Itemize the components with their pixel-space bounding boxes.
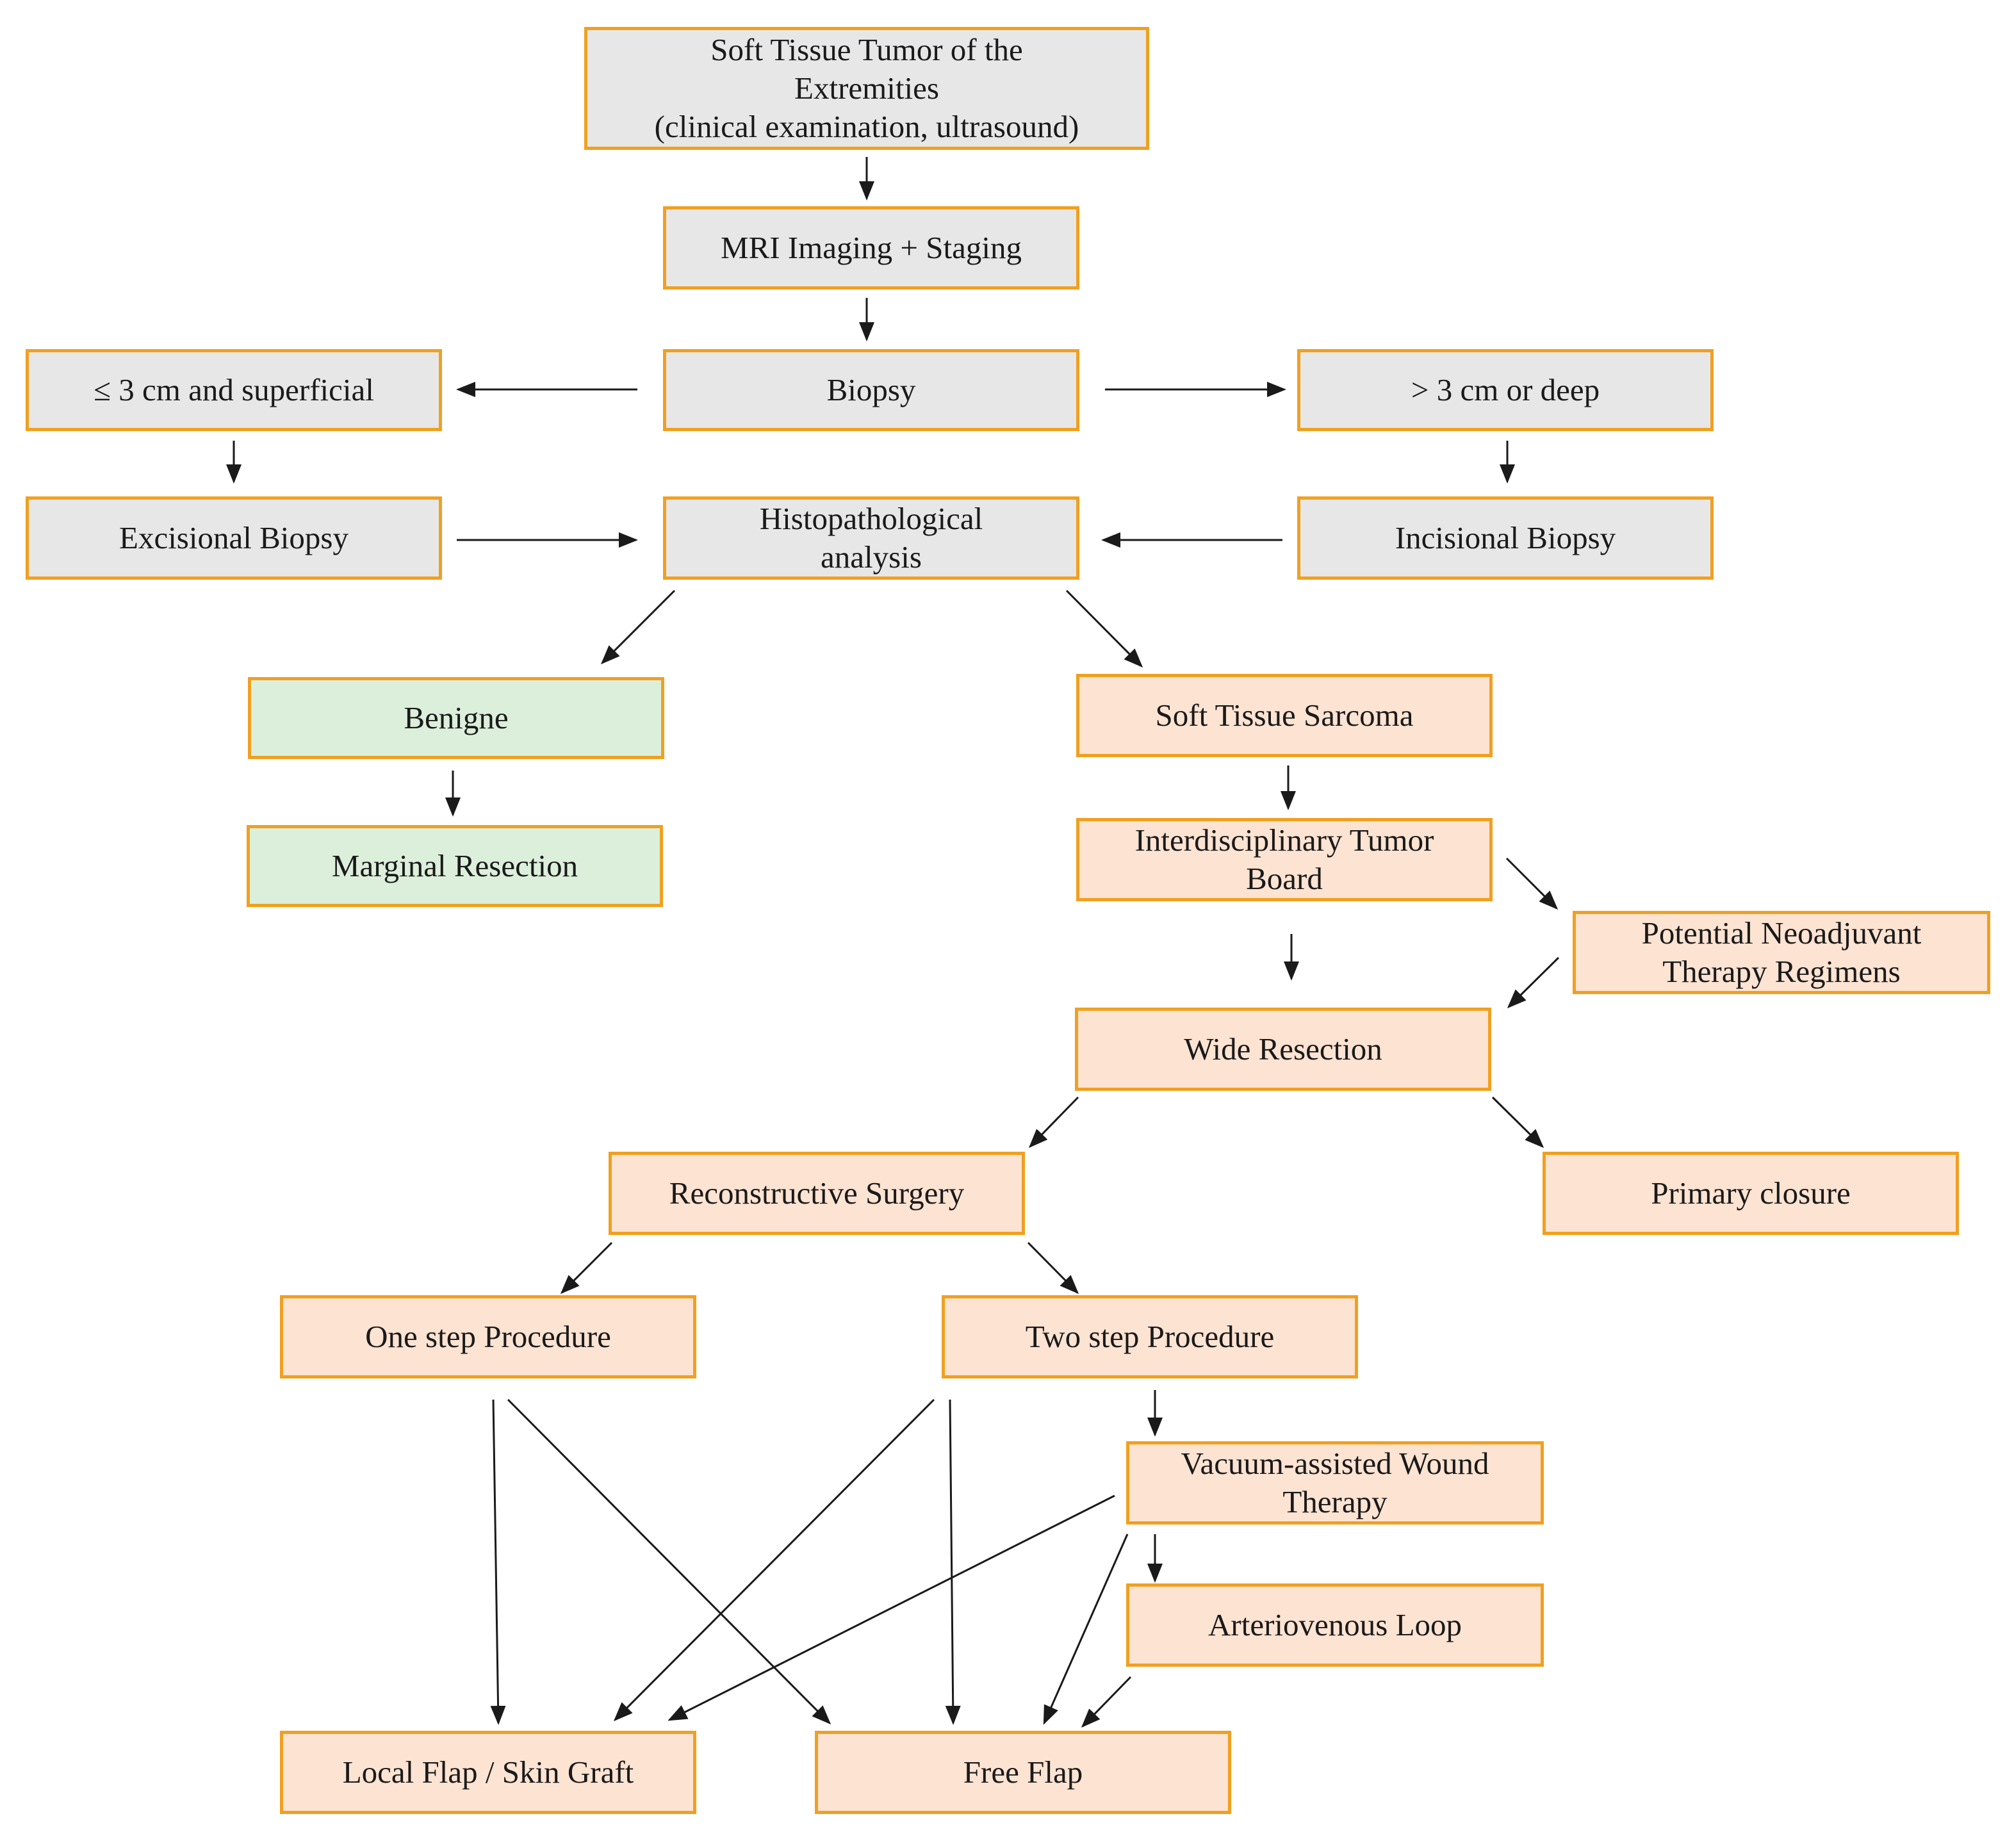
node-biopsy: Biopsy bbox=[663, 349, 1079, 431]
arrow-onestep-to-localflap bbox=[490, 1399, 506, 1725]
arrow-board-to-neoadjuvant bbox=[1505, 857, 1559, 910]
node-tumor-board: Interdisciplinary Tumor Board bbox=[1076, 818, 1493, 901]
node-reconstructive-surgery: Reconstructive Surgery bbox=[609, 1152, 1025, 1235]
arrow-vacuum-to-localflap bbox=[667, 1494, 1115, 1721]
node-large-deep: > 3 cm or deep bbox=[1297, 349, 1714, 431]
node-histopathological-analysis: Histopathological analysis bbox=[663, 496, 1079, 580]
arrow-wide-to-primary bbox=[1491, 1096, 1544, 1149]
arrow-neoadjuvant-to-wide bbox=[1507, 956, 1560, 1009]
arrow-twostep-to-localflap bbox=[613, 1398, 935, 1722]
node-soft-tissue-sarcoma: Soft Tissue Sarcoma bbox=[1076, 674, 1493, 757]
arrow-histo-to-benigne bbox=[600, 589, 676, 665]
arrow-onestep-to-freeflap bbox=[507, 1398, 831, 1725]
node-benigne: Benigne bbox=[248, 677, 664, 759]
arrow-wide-to-reconstructive bbox=[1028, 1096, 1079, 1149]
node-two-step-procedure: Two step Procedure bbox=[942, 1295, 1358, 1378]
node-neoadjuvant-therapy: Potential Neoadjuvant Therapy Regimens bbox=[1573, 911, 1990, 994]
node-excisional-biopsy: Excisional Biopsy bbox=[26, 496, 442, 580]
node-vacuum-assisted-wound-therapy: Vacuum-assisted Wound Therapy bbox=[1126, 1441, 1544, 1525]
node-soft-tissue-tumor: Soft Tissue Tumor of the Extremities (cl… bbox=[584, 27, 1149, 150]
node-primary-closure: Primary closure bbox=[1543, 1152, 1959, 1235]
arrow-reconstructive-to-onestep bbox=[560, 1241, 613, 1295]
arrow-reconstructive-to-twostep bbox=[1027, 1241, 1079, 1295]
arrow-avloop-to-freeflap bbox=[1081, 1676, 1132, 1728]
node-wide-resection: Wide Resection bbox=[1075, 1008, 1491, 1091]
arrow-vacuum-to-freeflap bbox=[1043, 1533, 1129, 1725]
node-marginal-resection: Marginal Resection bbox=[247, 825, 663, 907]
node-incisional-biopsy: Incisional Biopsy bbox=[1297, 496, 1714, 580]
node-mri-imaging: MRI Imaging + Staging bbox=[663, 206, 1079, 290]
node-one-step-procedure: One step Procedure bbox=[280, 1295, 696, 1378]
node-local-flap-skin-graft: Local Flap / Skin Graft bbox=[280, 1731, 696, 1814]
node-free-flap: Free Flap bbox=[815, 1731, 1231, 1814]
arrow-histo-to-sarcoma bbox=[1065, 589, 1143, 668]
node-small-superficial: ≤ 3 cm and superficial bbox=[26, 349, 442, 431]
node-arteriovenous-loop: Arteriovenous Loop bbox=[1126, 1583, 1544, 1667]
arrow-twostep-to-freeflap bbox=[945, 1399, 961, 1725]
